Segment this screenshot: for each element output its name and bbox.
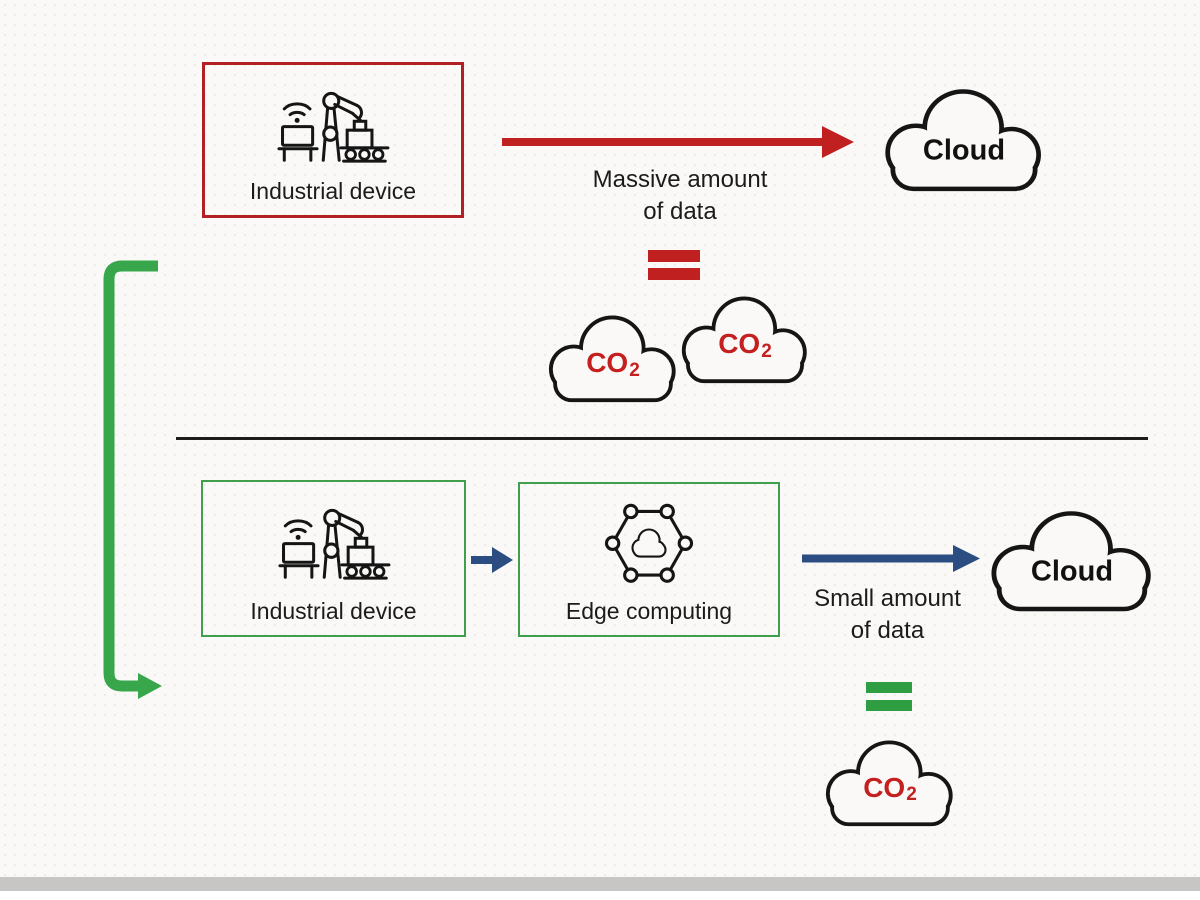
caption-line-2: of data	[643, 197, 717, 225]
co2-label-bottom: CO2	[863, 771, 917, 806]
co2-subscript: 2	[761, 340, 772, 362]
co2-cloud-left: CO2	[543, 311, 683, 408]
green-loop-arrow	[103, 260, 162, 699]
industrial-device-box-bottom: Industrial device	[201, 480, 466, 637]
industrial-device-box-top: Industrial device	[202, 62, 464, 218]
edge-computing-label: Edge computing	[565, 598, 733, 624]
cloud-icon	[681, 296, 807, 384]
caption-line-1: Small amount	[814, 585, 961, 612]
equals-bar	[648, 250, 700, 262]
wifi-icon	[295, 534, 301, 540]
co2-text: CO	[718, 328, 761, 360]
wifi-icon	[294, 117, 300, 123]
massive-data-arrow	[502, 126, 854, 158]
bottom-gray-bar	[0, 877, 1200, 891]
cloud-icon	[991, 511, 1151, 612]
massive-data-caption: Massive amount of data	[530, 164, 830, 227]
equals-bar	[648, 268, 700, 280]
cloud-top-label: Cloud	[922, 134, 1006, 167]
equals-icon-green	[866, 682, 912, 711]
equals-icon-red	[648, 250, 700, 280]
small-data-arrow	[802, 545, 980, 572]
equals-bar	[866, 700, 912, 711]
co2-subscript: 2	[629, 359, 640, 381]
co2-label-right: CO2	[718, 328, 772, 362]
co2-cloud-bottom: CO2	[820, 736, 960, 832]
device-to-edge-arrow	[471, 547, 513, 573]
industrial-robot-icon	[277, 508, 390, 580]
cloud-bottom-label: Cloud	[1030, 555, 1114, 588]
co2-text: CO	[586, 347, 629, 379]
cloud-top: Cloud	[878, 84, 1050, 198]
co2-subscript: 2	[906, 784, 917, 806]
industrial-device-label-bottom: Industrial device	[250, 598, 417, 624]
caption-line-2: of data	[850, 616, 925, 644]
edge-computing-box: Edge computing	[518, 482, 780, 637]
industrial-device-label-top: Industrial device	[249, 178, 417, 204]
section-divider	[176, 437, 1148, 440]
co2-cloud-right: CO2	[676, 292, 814, 389]
co2-text: CO	[863, 771, 906, 803]
caption-line-1: Massive amount	[592, 166, 768, 193]
co2-label-left: CO2	[586, 347, 640, 381]
small-data-caption: Small amount of data	[790, 583, 985, 646]
equals-bar	[866, 682, 912, 693]
cloud-icon	[825, 740, 953, 827]
bottom-white-strip	[0, 891, 1200, 900]
edge-network-icon	[604, 503, 694, 583]
cloud-bottom: Cloud	[984, 506, 1160, 618]
industrial-robot-icon	[277, 91, 390, 163]
cloud-icon	[885, 89, 1041, 192]
cloud-icon	[548, 315, 676, 403]
